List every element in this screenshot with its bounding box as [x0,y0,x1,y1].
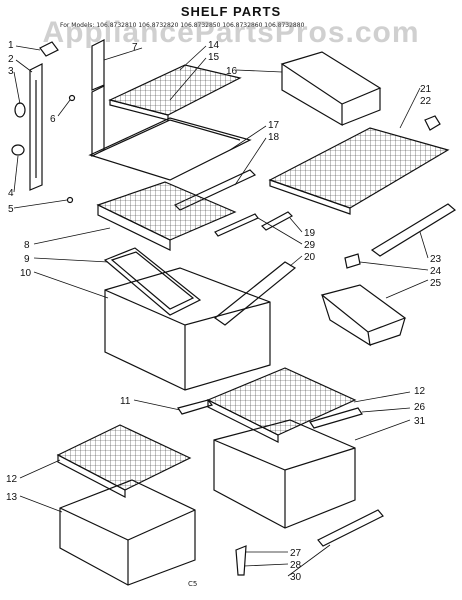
callout-9: 9 [24,254,30,265]
door-rail-part-23 [370,203,457,257]
slide-part-19 [261,211,293,231]
model-list: For Models: 106.8732810 106.8732820 106.… [60,22,305,29]
lower-shelf-part-12-right [206,367,357,443]
crisper-drawer-part-10 [104,267,271,391]
callout-14: 14 [208,40,220,51]
part-27-28 [235,545,247,576]
end-cap-part-24 [344,253,361,269]
drawer-part-13 [59,479,196,586]
clip-part-4 [11,144,25,156]
glass-shelf-part-15 [108,64,242,121]
callout-8: 8 [24,240,30,251]
lower-shelf-part-12-left [56,424,192,498]
callout-16: 16 [226,66,238,77]
callout-20: 20 [304,252,316,263]
callout-23: 23 [430,254,442,265]
callout-12-right: 12 [414,386,426,397]
cover-frame-part-9 [103,247,202,316]
shelf-upright-part-7 [91,39,105,91]
callout-12-left: 12 [6,474,18,485]
trim-part-26 [309,407,363,429]
callout-29: 29 [304,240,316,251]
callout-1: 1 [8,40,14,51]
left-shelf-rail [29,63,43,191]
shelf-frame-part-17 [88,117,252,181]
footer-code: C5 [188,580,198,588]
callout-6: 6 [50,114,56,125]
drawer-part-31 [213,419,356,529]
small-bin-part-25 [320,284,407,347]
trim-part-11 [177,399,214,415]
callout-21: 21 [420,84,432,95]
callout-5: 5 [8,204,14,215]
screw-part-6 [68,94,76,102]
callout-15: 15 [208,52,220,63]
callout-17: 17 [268,120,280,131]
crisper-cover-part-8 [96,181,237,251]
door-bin-part-16 [280,51,382,127]
callout-27: 27 [290,548,302,559]
drawer-trim-part-20 [213,261,297,326]
leader-lines [13,45,429,577]
callout-4: 4 [8,188,14,199]
trim-part-30 [317,509,384,547]
callout-18: 18 [268,132,280,143]
callout-24: 24 [430,266,442,277]
screw-part-5 [66,196,74,204]
wire-shelf-part-21 [268,127,450,215]
callout-30: 30 [290,572,302,583]
callout-25: 25 [430,278,442,289]
callout-22: 22 [420,96,432,107]
callout-26: 26 [414,402,426,413]
callout-13: 13 [6,492,18,503]
clip-part-3 [14,102,26,118]
callout-28: 28 [290,560,302,571]
callout-31: 31 [414,416,426,427]
callout-3: 3 [8,66,14,77]
callout-labels: 1 2 3 4 5 6 7 8 9 10 11 12 12 13 14 15 1… [6,40,442,583]
callout-2: 2 [8,54,14,65]
callout-10: 10 [20,268,32,279]
callout-19: 19 [304,228,316,239]
callout-11: 11 [120,396,131,407]
callout-7: 7 [132,42,138,53]
page-title: SHELF PARTS [180,4,282,19]
shelf-upright-part-14 [91,85,105,157]
shelf-bracket-part-1 [39,41,59,57]
clip-part-22 [424,115,441,131]
